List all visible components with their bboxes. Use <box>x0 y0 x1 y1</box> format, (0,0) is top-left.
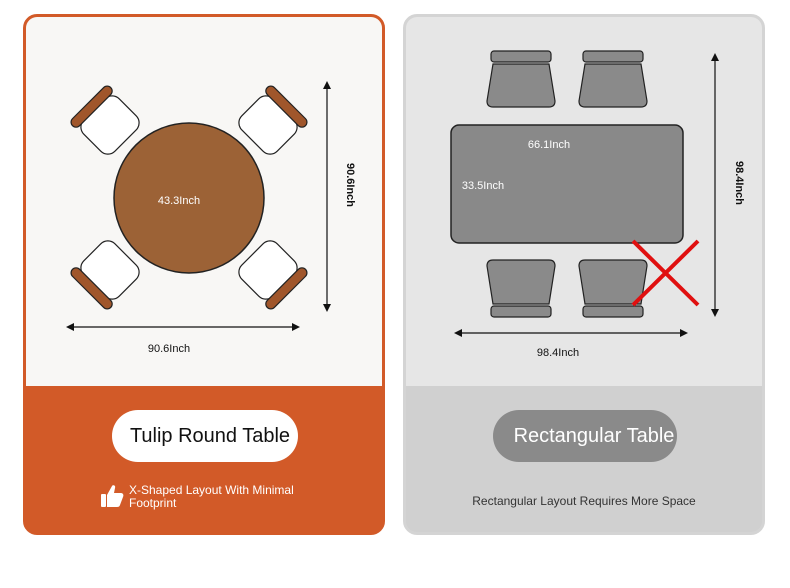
width-dimension-label: 90.6Inch <box>148 343 190 355</box>
round-table-top <box>113 122 265 274</box>
rectangular-table-note: Rectangular Layout Requires More Space <box>472 494 696 508</box>
table-diameter-label: 43.3Inch <box>158 195 200 207</box>
table-width-label: 33.5Inch <box>462 180 504 192</box>
rectangular-table-card: 66.1Inch 33.5Inch 98.4Inch 98.4Inch <box>403 14 765 535</box>
chair-top-left <box>486 50 556 108</box>
width-dimension-label: 98.4Inch <box>537 347 579 359</box>
thumbs-up-icon <box>101 485 124 507</box>
round-table-layout-svg: 43.3Inch 90.6Inch 90.6Inch <box>66 81 356 355</box>
red-x-icon <box>631 239 700 307</box>
round-table-note: X-Shaped Layout With Minimal Footprint <box>99 483 339 511</box>
rectangular-table-top <box>450 124 684 244</box>
rectangular-table-title: Rectangular Table <box>493 410 677 462</box>
chair-bottom-right <box>578 259 648 318</box>
chair-bottom-right <box>238 240 308 310</box>
round-table-diagram: 43.3Inch 90.6Inch 90.6Inch <box>26 17 382 386</box>
chair-top-right <box>578 50 648 108</box>
depth-dimension-label: 98.4Inch <box>733 161 745 205</box>
round-table-title: Tulip Round Table <box>112 410 298 462</box>
round-table-card: 43.3Inch 90.6Inch 90.6Inch Tulip Round T… <box>23 14 385 535</box>
rectangular-table-diagram: 66.1Inch 33.5Inch 98.4Inch 98.4Inch <box>406 17 762 386</box>
table-length-label: 66.1Inch <box>528 139 570 151</box>
chair-bottom-left <box>486 259 556 318</box>
rectangular-table-layout-svg: 66.1Inch 33.5Inch 98.4Inch 98.4Inch <box>450 50 745 359</box>
chair-bottom-left <box>70 240 140 310</box>
chair-top-left <box>70 85 140 155</box>
chair-top-right <box>238 85 308 155</box>
round-table-note-text: X-Shaped Layout With Minimal Footprint <box>129 483 294 510</box>
depth-dimension-label: 90.6Inch <box>344 163 356 207</box>
